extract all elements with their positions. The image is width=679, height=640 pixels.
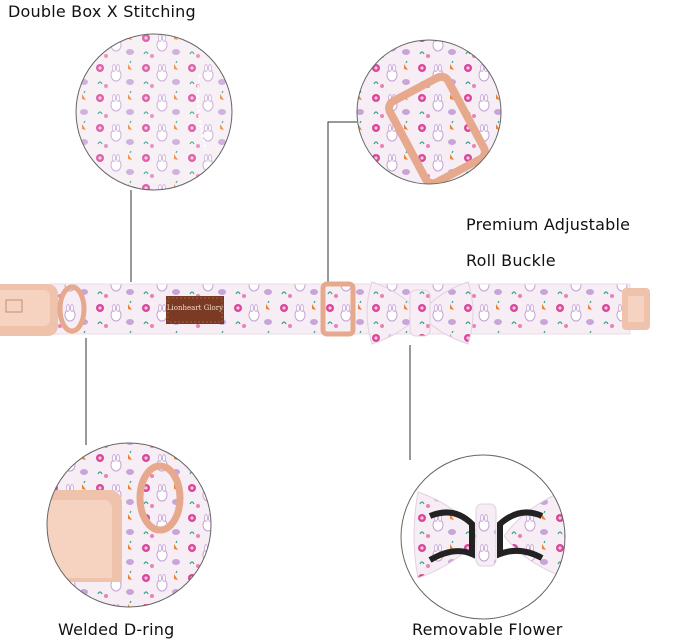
slide-buckle (320, 281, 356, 337)
buckle-label-line1: Premium Adjustable (466, 215, 631, 234)
closeup-stitching (75, 33, 233, 191)
flower-label: Removable Flower (412, 620, 563, 639)
strap-end-keeper (622, 288, 650, 330)
d-ring (57, 284, 87, 334)
callout-line-buckle (327, 121, 357, 290)
collar-strap (49, 283, 631, 335)
bow-tie (366, 281, 474, 345)
side-release-buckle (0, 284, 58, 336)
brand-tag (166, 296, 224, 324)
closeup-dring (46, 442, 212, 608)
closeup-removable-bow (400, 454, 566, 620)
dring-label: Welded D-ring (58, 620, 175, 639)
closeup-buckle (356, 39, 502, 185)
buckle-label-line2: Roll Buckle (466, 251, 556, 270)
brand-tag-text: Lionheart Glory (166, 304, 224, 312)
callout-lines (85, 121, 411, 460)
stitching-label: Double Box X Stitching (8, 2, 196, 21)
